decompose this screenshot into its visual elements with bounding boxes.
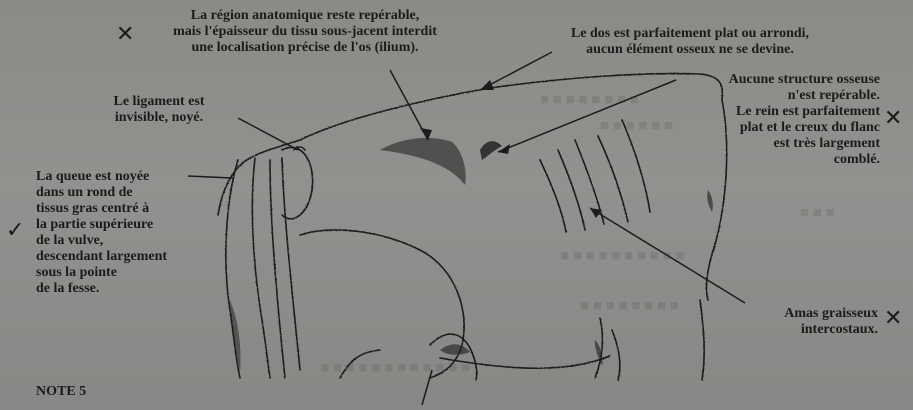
cross-mark: ✕ (116, 24, 134, 46)
stipple-shading (230, 138, 713, 372)
leader-belly (422, 370, 432, 405)
rib-line (598, 136, 628, 222)
note-heading: NOTE 5 (36, 384, 86, 400)
label-structure: Aucune structure osseuse n'est repérable… (660, 72, 880, 168)
check-mark: ✓ (6, 220, 24, 242)
leader-structure (498, 80, 676, 152)
label-dos: Le dos est parfaitement plat ou arrondi,… (520, 26, 860, 58)
rib-line (622, 120, 650, 212)
fore-leg (700, 300, 704, 380)
tail (282, 158, 300, 370)
stifle (430, 334, 477, 380)
label-queue: La queue est noyée dans un rond de tissu… (36, 169, 206, 297)
cross-mark: ✕ (884, 108, 902, 130)
hind-leg (252, 158, 270, 378)
rib-line (540, 160, 566, 232)
label-amas: Amas graisseux intercostaux. (738, 306, 878, 338)
cross-mark: ✕ (884, 308, 902, 330)
fore-leg (612, 330, 620, 380)
tail (270, 160, 285, 378)
leader-amas (590, 208, 745, 303)
fat-pad (282, 147, 313, 218)
thigh (300, 230, 464, 378)
thigh (340, 350, 380, 378)
leader-ligament (238, 118, 298, 150)
belly-outline (440, 356, 610, 368)
label-ligament: Le ligament est invisible, noyé. (84, 94, 234, 126)
label-region: La région anatomique reste repérable, ma… (140, 8, 470, 56)
